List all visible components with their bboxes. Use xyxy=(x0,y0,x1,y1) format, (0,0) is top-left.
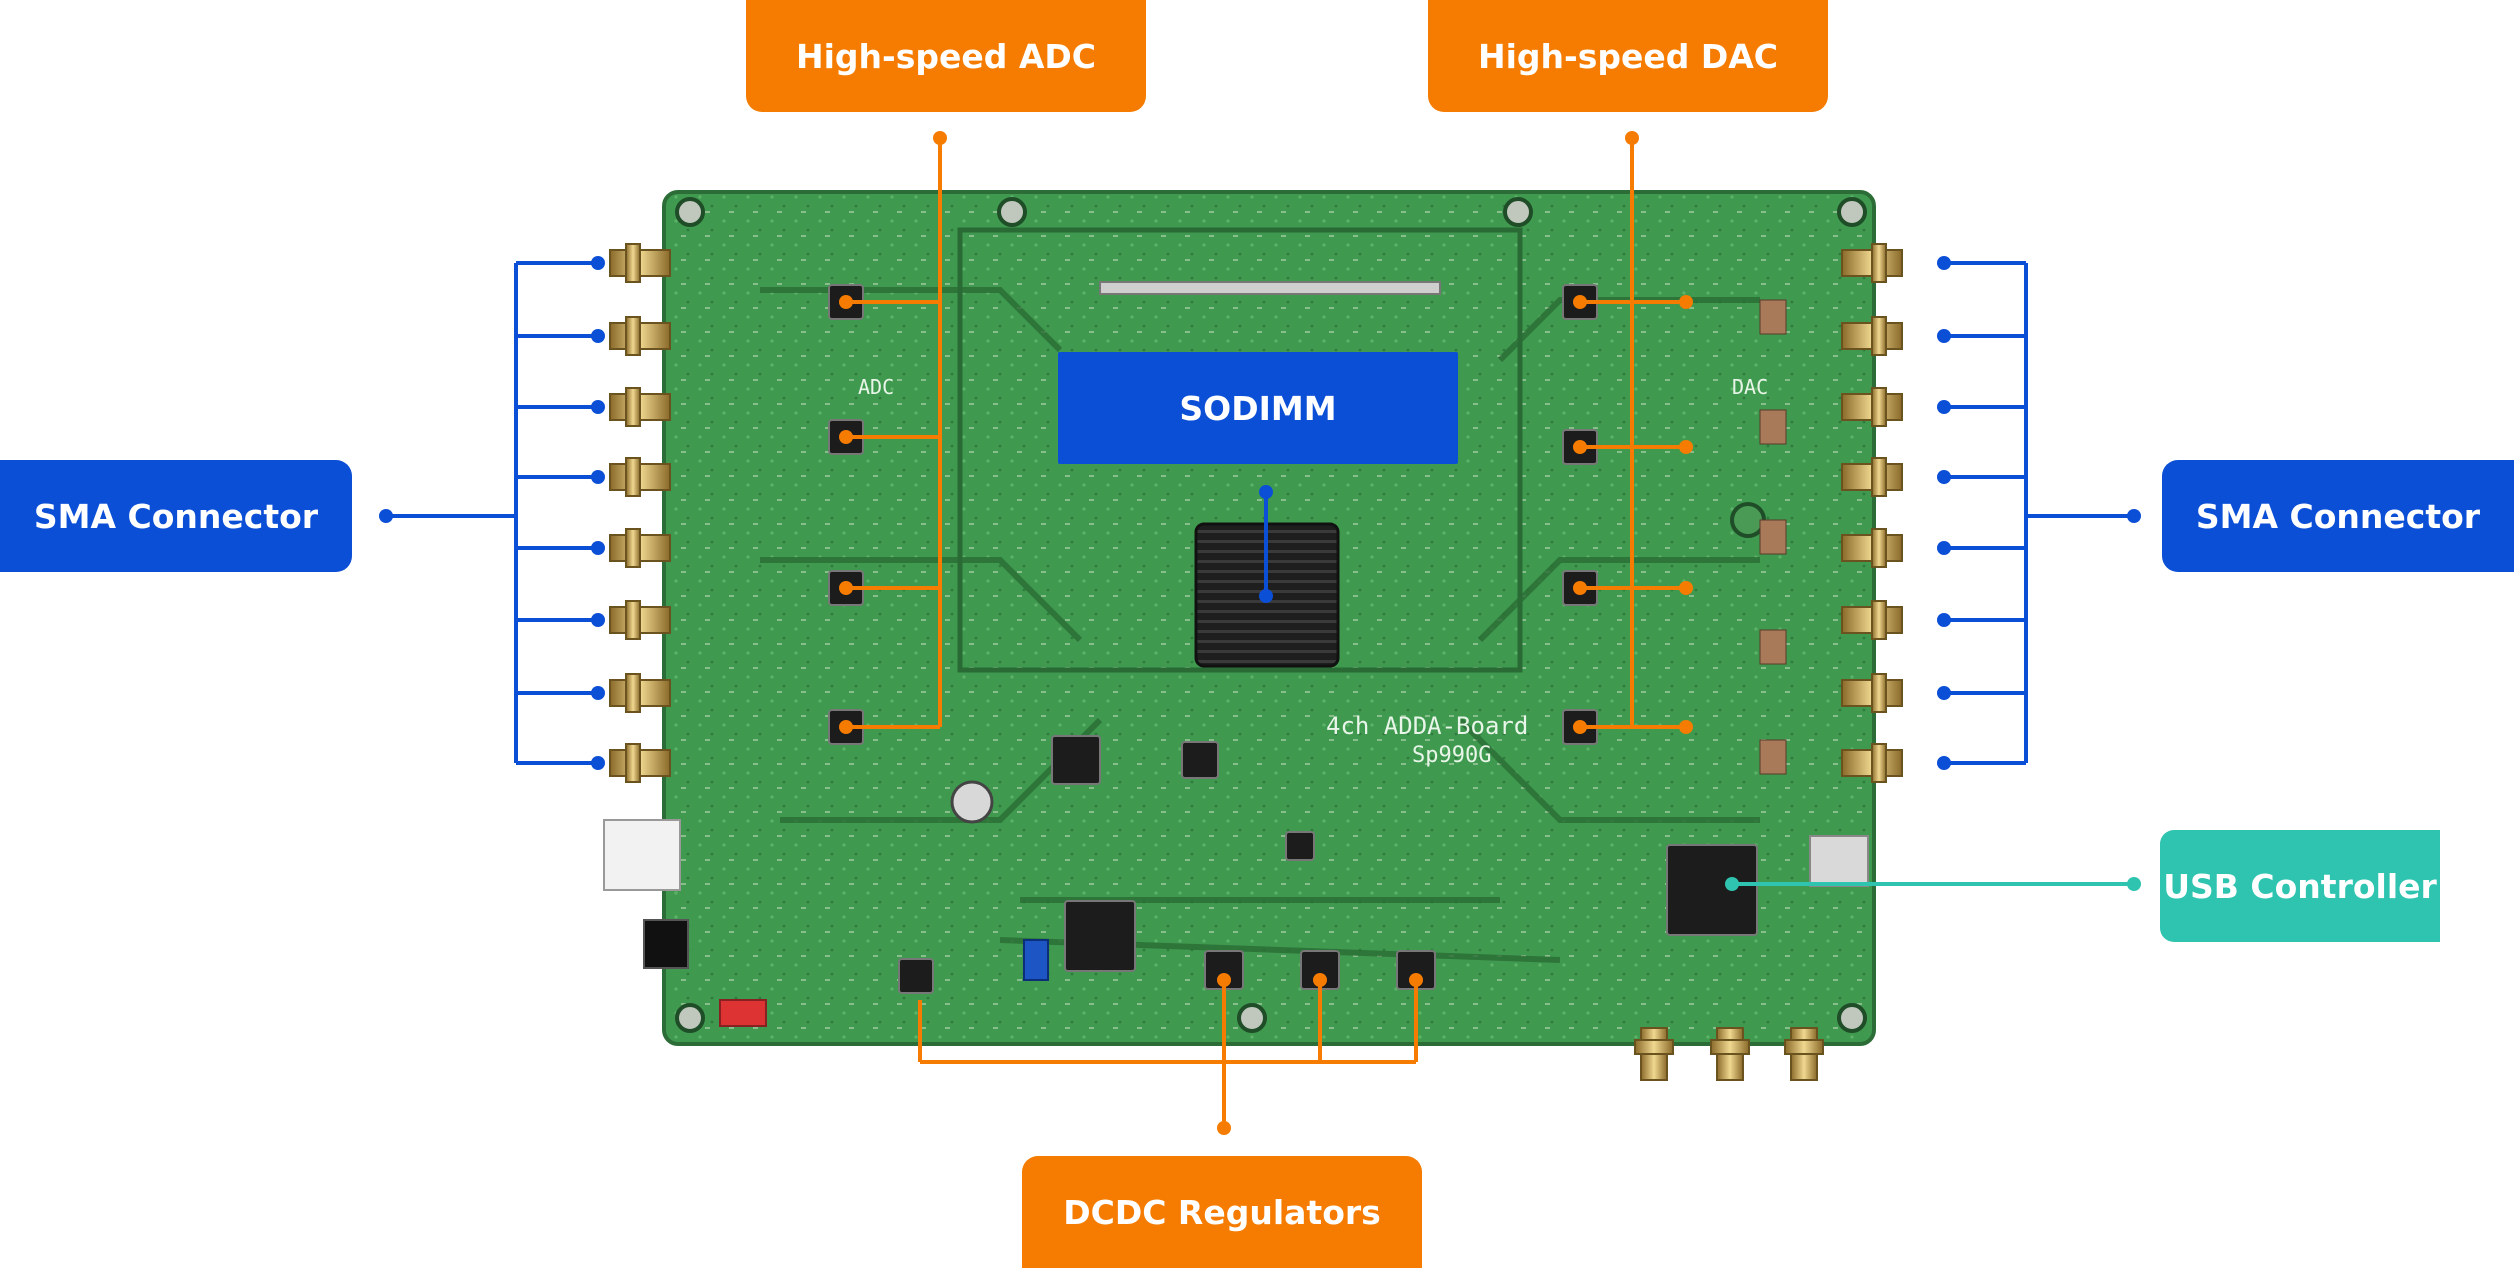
callout-dot xyxy=(2127,509,2141,523)
callout-dot xyxy=(1313,973,1327,987)
callout-dot xyxy=(839,430,853,444)
callout-dot xyxy=(591,256,605,270)
callout-dot xyxy=(1679,581,1693,595)
callout-dot xyxy=(1625,131,1639,145)
ic-chip-icon xyxy=(1285,831,1315,861)
sma-connector-group xyxy=(609,243,1903,1081)
callout-dot xyxy=(1217,1121,1231,1135)
callout-dot xyxy=(1217,973,1231,987)
power-switch-icon xyxy=(719,999,767,1027)
callout-dot xyxy=(591,686,605,700)
callout-dot xyxy=(591,400,605,414)
callout-dot xyxy=(1679,720,1693,734)
callout-dot xyxy=(1937,256,1951,270)
callout-dot xyxy=(1937,400,1951,414)
chip-group xyxy=(603,284,1869,1027)
callout-dot xyxy=(1409,973,1423,987)
usb-controller-label: USB Controller xyxy=(2160,830,2440,942)
ic-chip-icon xyxy=(1181,741,1219,779)
capacitor-icon xyxy=(1759,629,1787,665)
callout-dot xyxy=(1937,756,1951,770)
callout-dot xyxy=(839,295,853,309)
callout-dot xyxy=(1573,440,1587,454)
callout-dot xyxy=(1937,541,1951,555)
callout-dot xyxy=(1573,295,1587,309)
callout-dot xyxy=(1259,485,1273,499)
ic-chip-icon xyxy=(1051,735,1101,785)
callout-dot xyxy=(1725,877,1739,891)
ic-chip-icon xyxy=(1666,844,1758,936)
callout-dot xyxy=(933,131,947,145)
callout-dot xyxy=(1679,295,1693,309)
capacitor-icon xyxy=(1759,519,1787,555)
power-header-icon xyxy=(603,819,681,891)
ic-chip-icon xyxy=(898,958,934,994)
capacitor-icon xyxy=(1759,299,1787,335)
callout-dot xyxy=(591,541,605,555)
callout-dot xyxy=(1937,470,1951,484)
dcdc-regulators-label: DCDC Regulators xyxy=(1022,1156,1422,1268)
callout-dot xyxy=(1259,589,1273,603)
silkscreen-adc: ADC xyxy=(858,375,894,399)
silkscreen-board-name: 4ch ADDA-Board xyxy=(1326,712,1528,740)
capacitor-icon xyxy=(1759,739,1787,775)
callout-dot xyxy=(1937,613,1951,627)
electrolytic-capacitor-icon xyxy=(950,780,994,824)
sodimm-label: SODIMM xyxy=(1058,352,1458,464)
silkscreen-board-model: Sp990G xyxy=(1412,743,1491,768)
ic-chip-icon xyxy=(1064,900,1136,972)
high-speed-dac-label: High-speed DAC xyxy=(1428,0,1828,112)
silkscreen-dac: DAC xyxy=(1732,375,1768,399)
sma-connector-left-label: SMA Connector xyxy=(0,460,352,572)
callout-dot xyxy=(379,509,393,523)
callout-dot xyxy=(591,329,605,343)
callout-dot xyxy=(1679,440,1693,454)
callout-dot xyxy=(1937,686,1951,700)
callout-dot xyxy=(591,470,605,484)
capacitor-icon xyxy=(1759,409,1787,445)
callout-dot xyxy=(1573,581,1587,595)
callout-dot xyxy=(591,613,605,627)
callout-lines xyxy=(379,131,2141,1135)
potentiometer-icon xyxy=(1023,939,1049,981)
usb-port-icon xyxy=(1809,835,1869,887)
callout-dot xyxy=(591,756,605,770)
callout-dot xyxy=(2127,877,2141,891)
sma-connector-right-label: SMA Connector xyxy=(2162,460,2514,572)
callout-dot xyxy=(1937,329,1951,343)
dc-jack-icon xyxy=(643,919,689,969)
callout-dot xyxy=(839,720,853,734)
callout-dot xyxy=(839,581,853,595)
high-speed-adc-label: High-speed ADC xyxy=(746,0,1146,112)
callout-dot xyxy=(1573,720,1587,734)
